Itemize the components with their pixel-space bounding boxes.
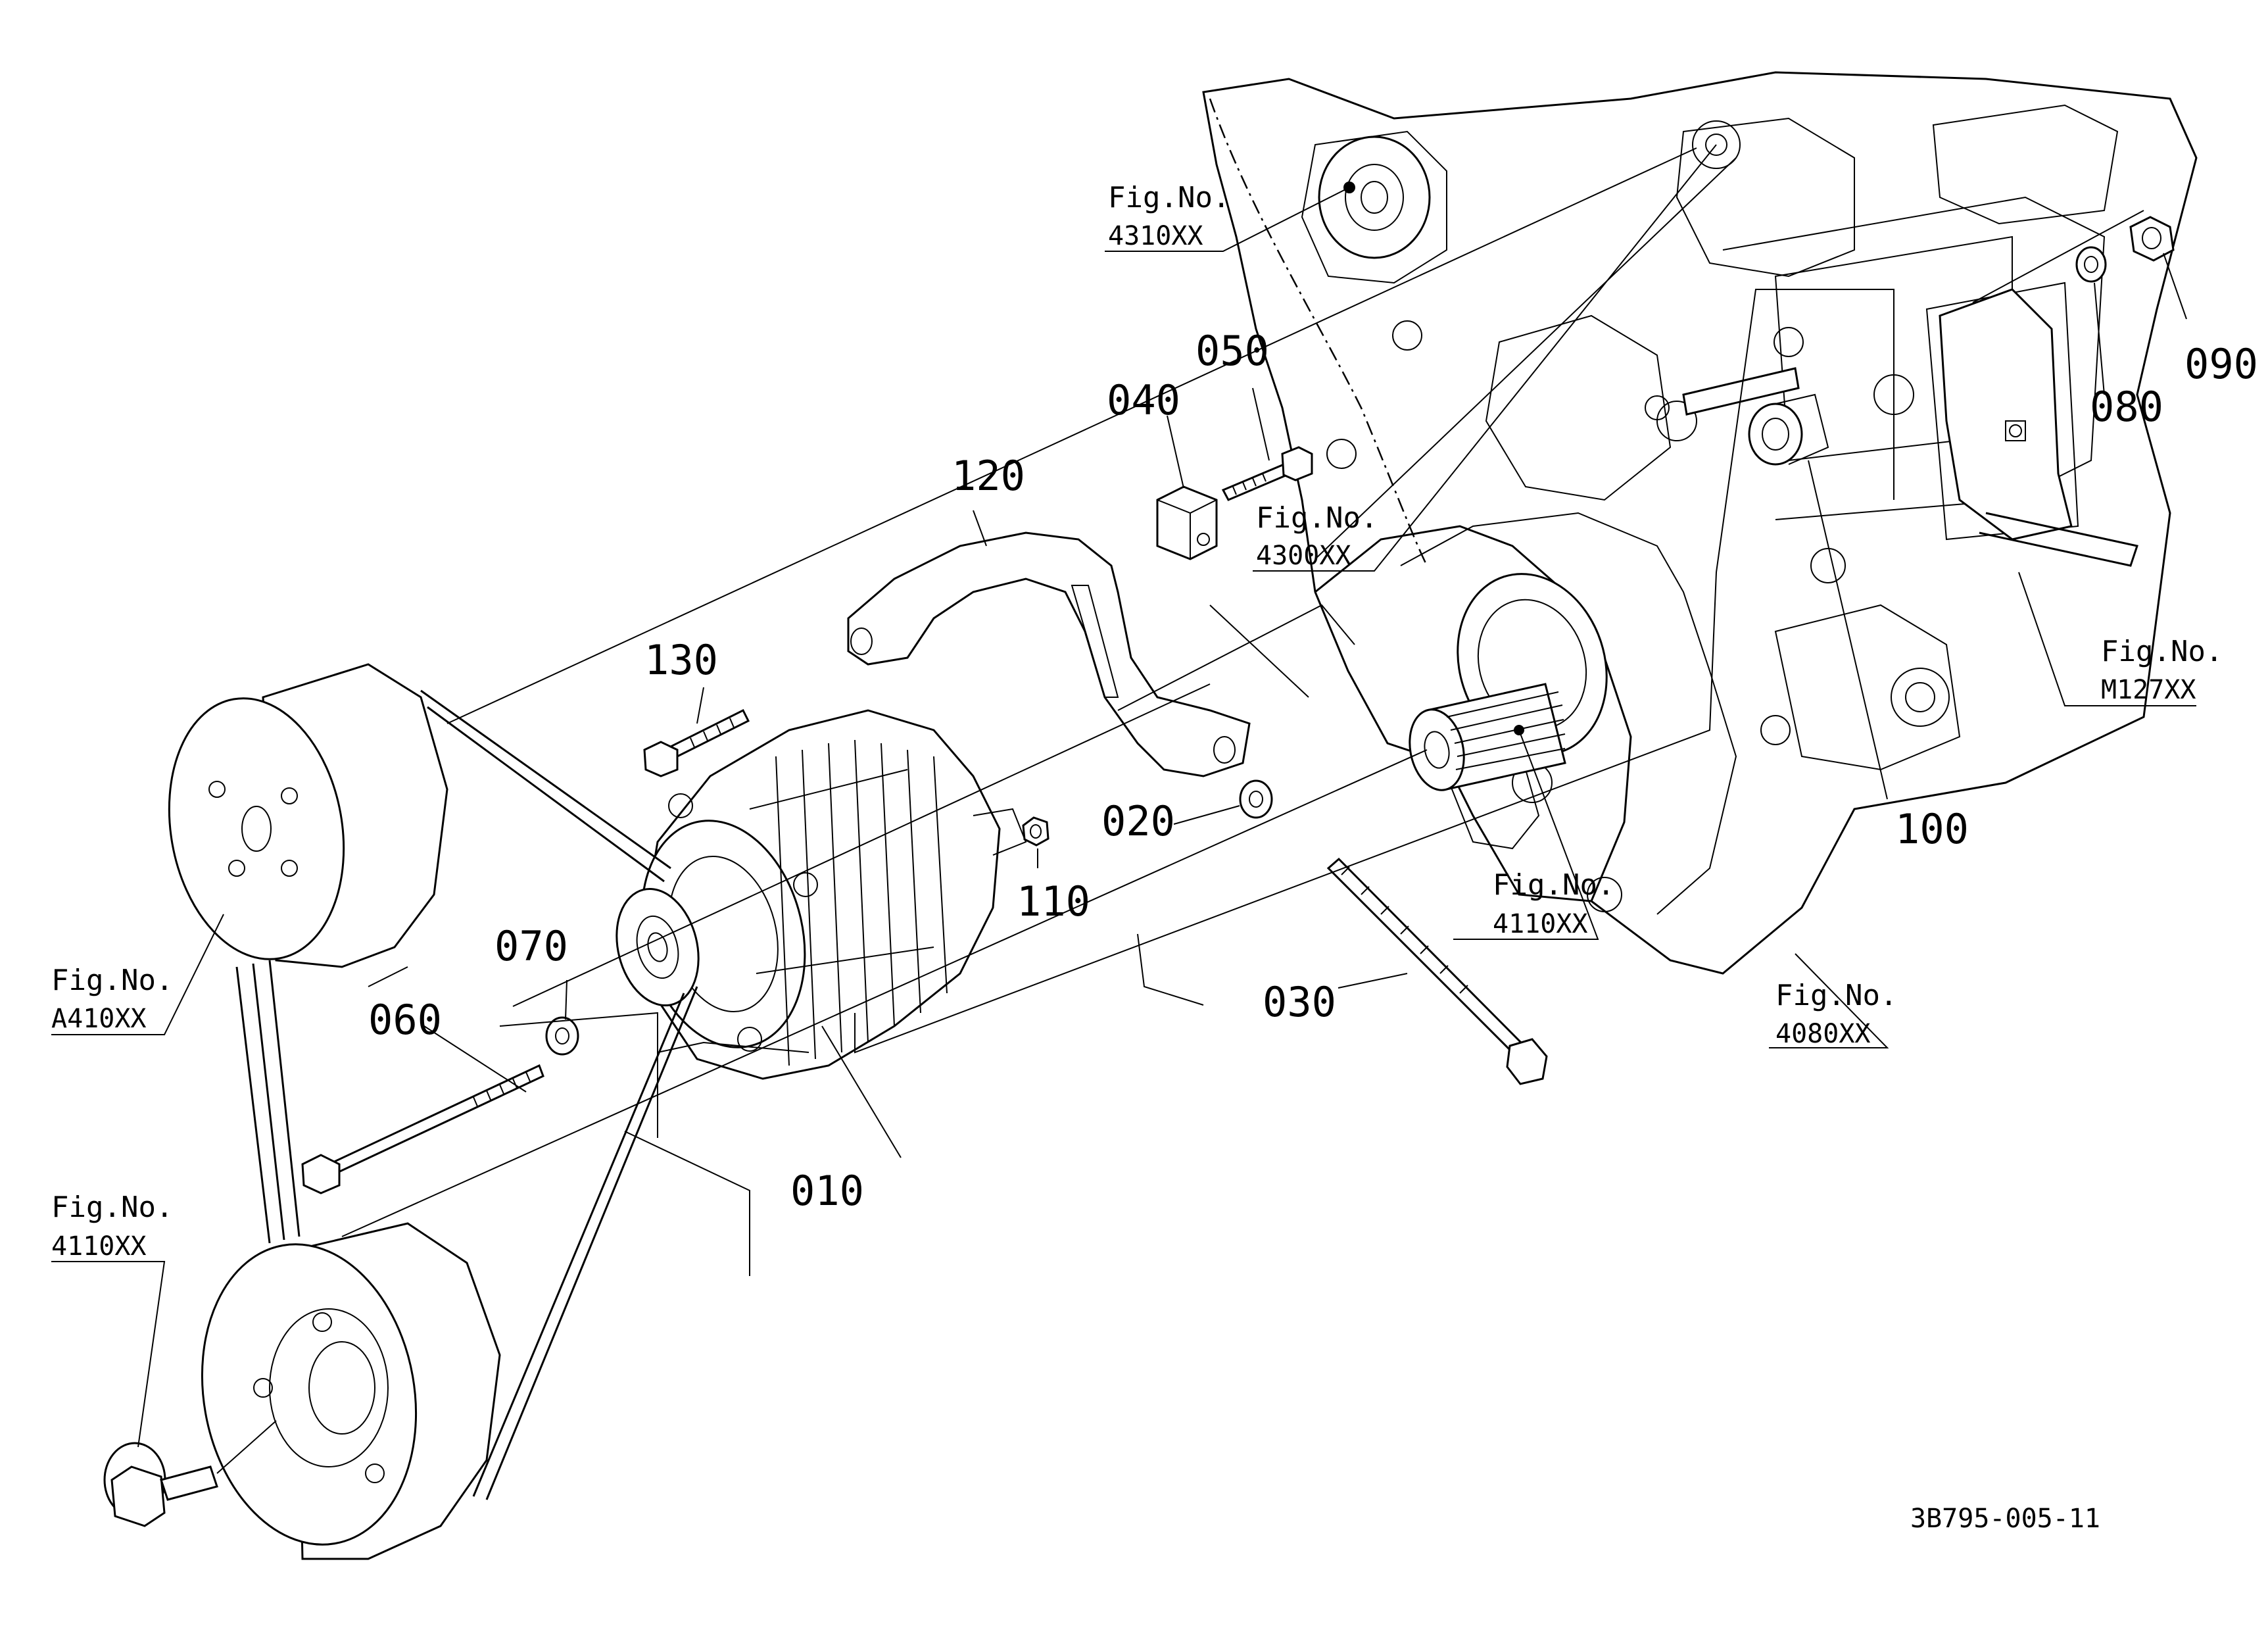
callout-090: 090 <box>2184 340 2258 388</box>
callout-120: 120 <box>952 452 1025 500</box>
washer-020 <box>1239 779 1273 819</box>
spacer-block-040 <box>1156 485 1218 560</box>
bolt-050 <box>1221 446 1313 501</box>
fig-ref-4110-mid: Fig.No. 4110XX <box>1493 868 1614 939</box>
nut-090 <box>2129 216 2175 262</box>
bolt-130 <box>643 708 750 777</box>
svg-text:4110XX: 4110XX <box>51 1231 147 1262</box>
svg-text:4310XX: 4310XX <box>1108 221 1203 251</box>
callout-040: 040 <box>1107 376 1180 424</box>
fig-ref-a410: Fig.No. A410XX <box>51 964 173 1034</box>
crankshaft-splined-nose <box>1409 683 1566 791</box>
crank-pulley-bolt <box>103 1442 218 1527</box>
alternator-010 <box>640 709 1027 1080</box>
svg-text:M127XX: M127XX <box>2101 675 2196 705</box>
water-pump-flange <box>1318 135 1431 259</box>
bracket-120 <box>847 531 1251 777</box>
bolt-060 <box>301 1064 544 1194</box>
svg-text:Fig.No.: Fig.No. <box>1256 501 1378 535</box>
svg-text:Fig.No.: Fig.No. <box>1493 868 1614 902</box>
callout-020: 020 <box>1101 797 1175 845</box>
drawing-code: 3B795-005-11 <box>1910 1504 2100 1534</box>
fan-pulley <box>168 663 448 968</box>
callout-070: 070 <box>495 922 568 970</box>
figure-references: Fig.No. 4310XX Fig.No. 4300XX Fig.No. M1… <box>51 181 2223 1262</box>
callout-110: 110 <box>1017 877 1090 925</box>
svg-text:4300XX: 4300XX <box>1256 541 1351 571</box>
washer-070 <box>545 1016 579 1056</box>
svg-text:Fig.No.: Fig.No. <box>51 1191 173 1224</box>
svg-text:A410XX: A410XX <box>51 1004 147 1034</box>
mount-plate-m127 <box>1939 288 2138 567</box>
leader-lines <box>51 144 2196 1448</box>
svg-text:Fig.No.: Fig.No. <box>51 964 173 997</box>
crank-pulley <box>201 1222 501 1560</box>
alternator-pulley <box>615 887 700 1007</box>
nut-110 <box>1022 816 1050 847</box>
svg-text:Fig.No.: Fig.No. <box>1775 979 1897 1012</box>
part-callouts: 010 020 030 040 050 060 070 080 090 100 … <box>368 327 2258 1215</box>
callout-060: 060 <box>368 996 442 1044</box>
bolt-030 <box>1326 857 1548 1085</box>
svg-text:4110XX: 4110XX <box>1493 909 1588 939</box>
callout-050: 050 <box>1195 327 1269 375</box>
fig-ref-m127: Fig.No. M127XX <box>2101 635 2223 705</box>
fig-ref-4110-low: Fig.No. 4110XX <box>51 1191 173 1262</box>
callout-100: 100 <box>1895 805 1969 853</box>
svg-text:Fig.No.: Fig.No. <box>2101 635 2223 668</box>
callout-080: 080 <box>2090 383 2163 431</box>
svg-text:Fig.No.: Fig.No. <box>1108 181 1230 214</box>
spacer-100 <box>1748 393 1829 466</box>
fig-ref-4310: Fig.No. 4310XX <box>1108 181 1230 251</box>
callout-010: 010 <box>790 1167 864 1215</box>
washer-080 <box>2075 246 2107 283</box>
fig-ref-4080: Fig.No. 4080XX <box>1775 979 1897 1049</box>
fig-ref-4300: Fig.No. 4300XX <box>1256 501 1378 571</box>
callout-030: 030 <box>1263 978 1336 1026</box>
callout-130: 130 <box>644 636 718 684</box>
v-belt <box>235 689 698 1500</box>
svg-text:4080XX: 4080XX <box>1775 1019 1871 1049</box>
assembly-lines <box>216 147 2144 1474</box>
